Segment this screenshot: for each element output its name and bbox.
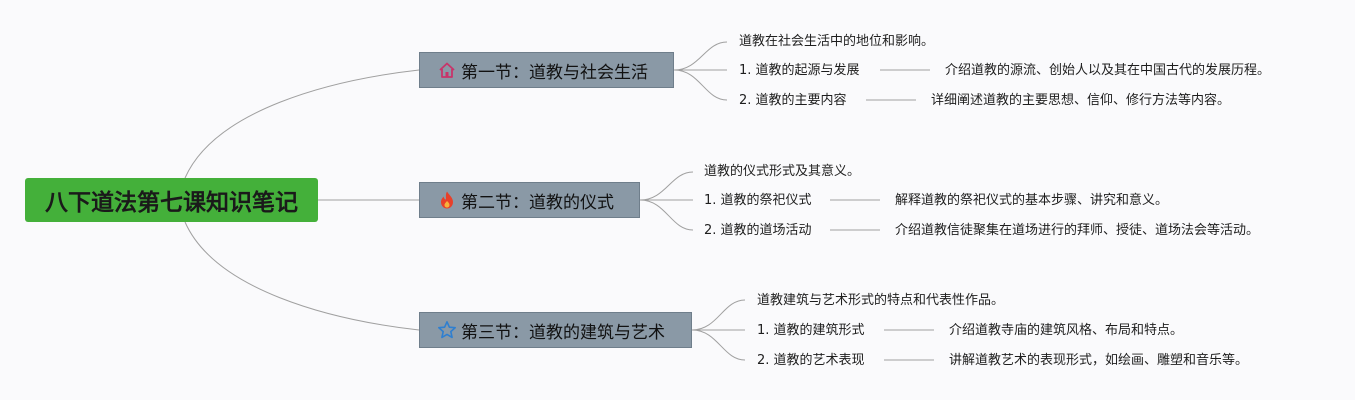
section-1-item-2[interactable]: 2. 道教的主要内容 [739, 93, 847, 108]
connector-s3-intro [691, 299, 746, 331]
connector-s1-item2 [673, 69, 728, 101]
section-3-topic[interactable]: 第三节：道教的建筑与艺术 [419, 312, 692, 348]
fire-icon [437, 190, 457, 210]
section-1-topic[interactable]: 第一节：道教与社会生活 [419, 52, 674, 88]
section-3-item-1[interactable]: 1. 道教的建筑形式 [757, 323, 865, 338]
section-1-intro[interactable]: 道教在社会生活中的地位和影响。 [739, 34, 935, 49]
connector-root-section-3 [184, 221, 420, 331]
section-2-item-2[interactable]: 2. 道教的道场活动 [704, 223, 812, 238]
connector-s1-intro [673, 41, 728, 71]
section-3-item-2-detail[interactable]: 讲解道教艺术的表现形式，如绘画、雕塑和音乐等。 [949, 353, 1249, 368]
connector-root-section-1 [184, 69, 420, 179]
root-topic[interactable]: 八下道法第七课知识笔记 [25, 178, 318, 222]
section-3-intro[interactable]: 道教建筑与艺术形式的特点和代表性作品。 [757, 293, 1005, 308]
section-1-label: 第一节：道教与社会生活 [461, 62, 648, 83]
connector-s3-item2 [691, 329, 746, 361]
section-2-intro[interactable]: 道教的仪式形式及其意义。 [704, 164, 861, 179]
star-icon [437, 320, 457, 340]
section-2-item-2-detail[interactable]: 介绍道教信徒聚集在道场进行的拜师、授徒、道场法会等活动。 [895, 223, 1260, 238]
section-3-item-2[interactable]: 2. 道教的艺术表现 [757, 353, 865, 368]
section-2-item-1-detail[interactable]: 解释道教的祭祀仪式的基本步骤、讲究和意义。 [895, 193, 1169, 208]
connector-s2-intro [639, 171, 694, 201]
section-1-item-1[interactable]: 1. 道教的起源与发展 [739, 63, 860, 78]
section-2-label: 第二节：道教的仪式 [461, 192, 614, 213]
section-1-item-2-detail[interactable]: 详细阐述道教的主要思想、信仰、修行方法等内容。 [931, 93, 1231, 108]
section-2-item-1[interactable]: 1. 道教的祭祀仪式 [704, 193, 812, 208]
section-1-item-1-detail[interactable]: 介绍道教的源流、创始人以及其在中国古代的发展历程。 [945, 63, 1271, 78]
section-2-topic[interactable]: 第二节：道教的仪式 [419, 182, 640, 218]
root-topic-label: 八下道法第七课知识笔记 [45, 190, 298, 216]
home-icon [437, 60, 457, 80]
connector-s2-item2 [639, 199, 694, 231]
section-3-label: 第三节：道教的建筑与艺术 [461, 322, 665, 343]
section-3-item-1-detail[interactable]: 介绍道教寺庙的建筑风格、布局和特点。 [949, 323, 1184, 338]
